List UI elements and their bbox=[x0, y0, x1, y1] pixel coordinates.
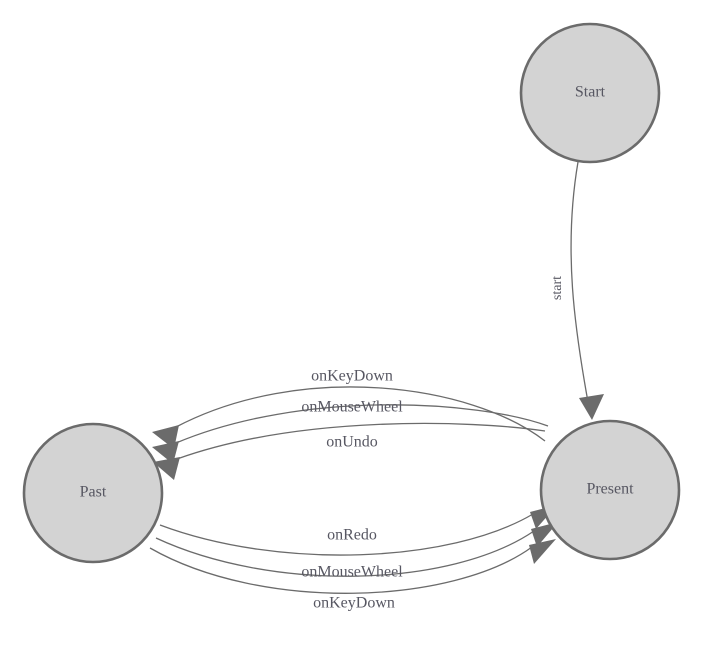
edge-path bbox=[175, 404, 549, 444]
edge-past-to-present-onredo[interactable]: onRedo bbox=[159, 505, 557, 556]
edge-label: onKeyDown bbox=[313, 595, 395, 612]
edge-path bbox=[175, 386, 546, 442]
node-label: Past bbox=[80, 484, 107, 501]
edge-present-to-past-onundo[interactable]: onUndo bbox=[153, 422, 546, 480]
edge-path bbox=[159, 513, 534, 556]
edge-present-to-past-onmousewheel[interactable]: onMouseWheel bbox=[152, 399, 549, 464]
edge-start-to-present[interactable]: start bbox=[550, 161, 604, 420]
node-shape bbox=[539, 419, 681, 561]
arrow-head-icon bbox=[579, 394, 604, 420]
arrow-head-icon bbox=[152, 441, 179, 464]
edge-past-to-present-onkeydown[interactable]: onKeyDown bbox=[149, 539, 556, 612]
node-past[interactable]: Past bbox=[22, 422, 164, 564]
edge-label: onRedo bbox=[327, 527, 377, 544]
arrow-head-icon bbox=[529, 539, 556, 564]
node-shape bbox=[22, 422, 164, 564]
node-label: Start bbox=[575, 84, 606, 101]
edge-label: onMouseWheel bbox=[301, 399, 403, 416]
edge-path bbox=[149, 546, 533, 594]
node-shape bbox=[519, 22, 661, 164]
edge-label: onMouseWheel bbox=[301, 564, 403, 581]
edge-label: onUndo bbox=[326, 434, 378, 451]
edge-label: start bbox=[550, 276, 565, 300]
node-start[interactable]: Start bbox=[519, 22, 661, 164]
arrow-head-icon bbox=[153, 457, 180, 480]
node-label: Present bbox=[586, 481, 634, 498]
edge-path bbox=[155, 530, 535, 577]
edge-path bbox=[176, 422, 546, 460]
edge-path bbox=[570, 161, 589, 403]
edge-label: onKeyDown bbox=[311, 368, 393, 385]
node-present[interactable]: Present bbox=[539, 419, 681, 561]
